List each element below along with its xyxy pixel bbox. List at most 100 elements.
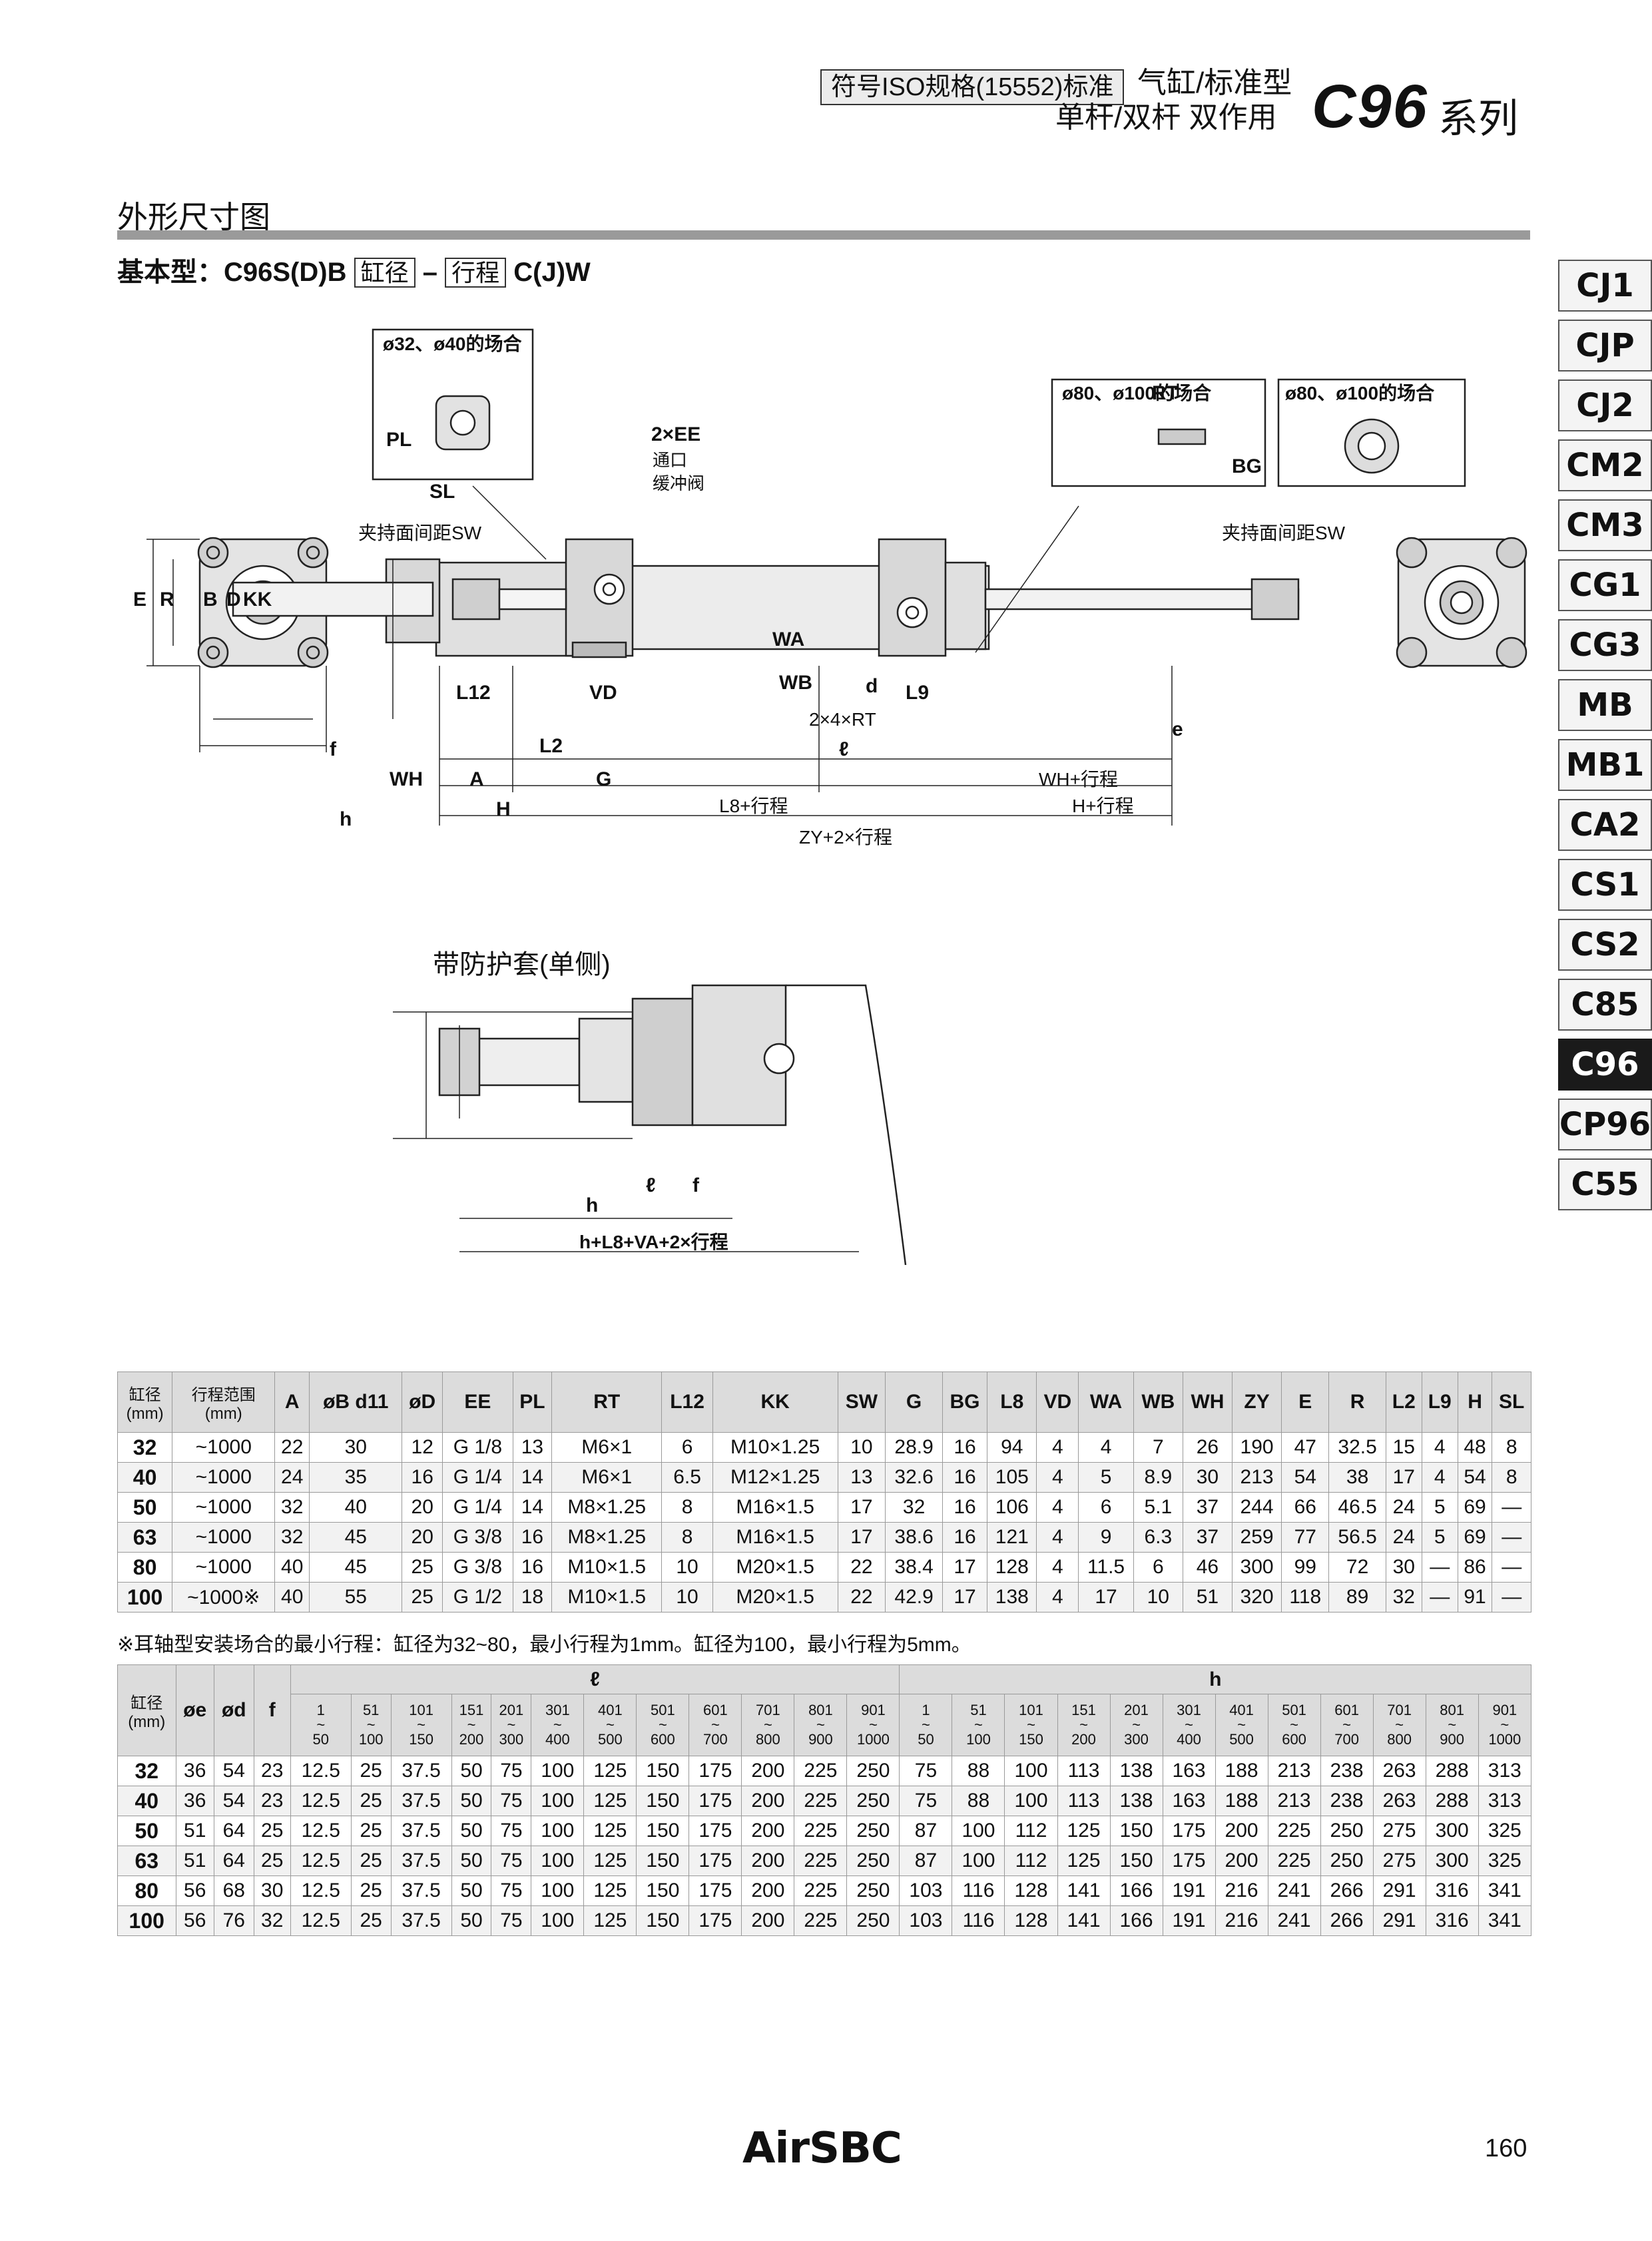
t2-cell: 56 [175, 1905, 214, 1936]
t2-cell: 250 [1320, 1816, 1374, 1846]
tab-c85[interactable]: C85 [1558, 979, 1652, 1031]
t2-stroke-range: 501 ~ 600 [1267, 1694, 1321, 1756]
t1-cell: 8 [1492, 1462, 1531, 1493]
t1-cell: 16 [402, 1462, 443, 1493]
t2-cell: 25 [350, 1846, 392, 1876]
t2-cell: 225 [794, 1786, 848, 1816]
t1-cell: G 1/4 [442, 1492, 513, 1523]
tab-mb1[interactable]: MB1 [1558, 739, 1652, 791]
t1-cell: 32.5 [1328, 1432, 1386, 1463]
t1-cell: M20×1.5 [712, 1582, 838, 1613]
t2-cell: 150 [636, 1905, 690, 1936]
tab-cp96[interactable]: CP96 [1558, 1099, 1652, 1150]
t2-cell: 125 [583, 1905, 637, 1936]
t2-cell: 150 [636, 1786, 690, 1816]
cushion-label: 缓冲阀 [653, 473, 704, 493]
t1-cell: 8 [661, 1492, 713, 1523]
t1-cell: 40 [274, 1582, 310, 1613]
t2-cell: 112 [1004, 1816, 1058, 1846]
t1-cell: 5.1 [1133, 1492, 1183, 1523]
t2-cell: 56 [175, 1875, 214, 1906]
t2-cell: 275 [1372, 1846, 1426, 1876]
t1-cell: 24 [274, 1462, 310, 1493]
t1-cell: 6 [1078, 1492, 1134, 1523]
t2-stroke-range: 401 ~ 500 [1215, 1694, 1268, 1756]
tab-cg1[interactable]: CG1 [1558, 559, 1652, 611]
tab-cs2[interactable]: CS2 [1558, 919, 1652, 971]
t2-cell: 175 [688, 1905, 742, 1936]
inset2-title: ø80、ø100的场合 [1062, 382, 1212, 403]
l8-stroke-label: L8+行程 [719, 796, 788, 816]
t2-cell: 250 [846, 1816, 900, 1846]
section-title: 外形尺寸图 [117, 200, 270, 234]
t2-cell: 188 [1215, 1786, 1268, 1816]
t2-cell: 113 [1057, 1756, 1111, 1786]
t2-cell: 288 [1425, 1786, 1479, 1816]
tab-mb[interactable]: MB [1558, 679, 1652, 731]
t2-cell: 36 [175, 1786, 214, 1816]
t1-header-5: EE [442, 1371, 513, 1433]
t1-cell: 25 [402, 1582, 443, 1613]
t1-cell: 22 [837, 1582, 886, 1613]
dim-label-21: ℓ [839, 738, 849, 760]
t2-cell: 51 [175, 1816, 214, 1846]
tab-cjp[interactable]: CJP [1558, 320, 1652, 372]
t1-cell: ~1000 [172, 1522, 276, 1553]
t2-cell: 37.5 [390, 1846, 452, 1876]
t1-cell: M6×1 [551, 1432, 663, 1463]
t2-cell: 37.5 [390, 1756, 452, 1786]
t1-cell: 30 [309, 1432, 403, 1463]
tab-cj1[interactable]: CJ1 [1558, 260, 1652, 312]
t2-cell: 75 [491, 1905, 532, 1936]
t1-cell: M12×1.25 [712, 1462, 838, 1493]
t2-cell: 141 [1057, 1875, 1111, 1906]
t1-cell: 6.3 [1133, 1522, 1183, 1553]
t1-header-4: øD [402, 1371, 443, 1433]
zy-stroke-label: ZY+2×行程 [799, 827, 892, 848]
t1-header-24: SL [1492, 1371, 1531, 1433]
t1-cell: 54 [1457, 1462, 1493, 1493]
t1-cell: 4 [1036, 1432, 1079, 1463]
t2-stroke-range: 101 ~ 150 [390, 1694, 452, 1756]
t2-cell: 125 [1057, 1846, 1111, 1876]
t1-cell: 32 [1385, 1582, 1422, 1613]
t1-cell: 244 [1231, 1492, 1282, 1523]
tab-cg3[interactable]: CG3 [1558, 619, 1652, 671]
dim-label-17: KK [243, 589, 272, 611]
t2-stroke-range: 151 ~ 200 [1057, 1694, 1111, 1756]
t1-cell: — [1492, 1522, 1531, 1553]
t2-cell: 341 [1478, 1875, 1532, 1906]
t2-cell: 125 [583, 1846, 637, 1876]
t1-cell: 9 [1078, 1522, 1134, 1553]
t2-cell: 32 [253, 1905, 291, 1936]
tab-cm3[interactable]: CM3 [1558, 499, 1652, 551]
section-rule [117, 230, 1530, 240]
tab-cm2[interactable]: CM2 [1558, 439, 1652, 491]
t2-cell: 100 [531, 1816, 585, 1846]
t2-cell: 175 [688, 1846, 742, 1876]
boot-total-dim: h+L8+VA+2×行程 [579, 1231, 728, 1252]
t2-cell: 191 [1162, 1905, 1216, 1936]
t1-header-20: R [1328, 1371, 1386, 1433]
header-line1: 气缸/标准型 [1137, 67, 1292, 99]
t2-cell: 51 [175, 1846, 214, 1876]
tab-cj2[interactable]: CJ2 [1558, 379, 1652, 431]
t2-cell: 12.5 [290, 1905, 352, 1936]
t2-cell: 75 [899, 1756, 953, 1786]
t2-cell: 25 [350, 1875, 392, 1906]
tab-ca2[interactable]: CA2 [1558, 799, 1652, 851]
t2-cell: 88 [952, 1786, 1005, 1816]
t1-cell: M10×1.5 [551, 1582, 663, 1613]
t2-cell: 128 [1004, 1875, 1058, 1906]
tab-c55[interactable]: C55 [1558, 1158, 1652, 1210]
t1-cell: 6 [661, 1432, 713, 1463]
t2-cell: 88 [952, 1756, 1005, 1786]
tab-c96[interactable]: C96 [1558, 1039, 1652, 1091]
t1-cell: 17 [1385, 1462, 1422, 1493]
t1-cell: 32 [274, 1522, 310, 1553]
tab-cs1[interactable]: CS1 [1558, 859, 1652, 911]
t2-cell: 138 [1109, 1756, 1163, 1786]
t2-cell: 75 [491, 1786, 532, 1816]
